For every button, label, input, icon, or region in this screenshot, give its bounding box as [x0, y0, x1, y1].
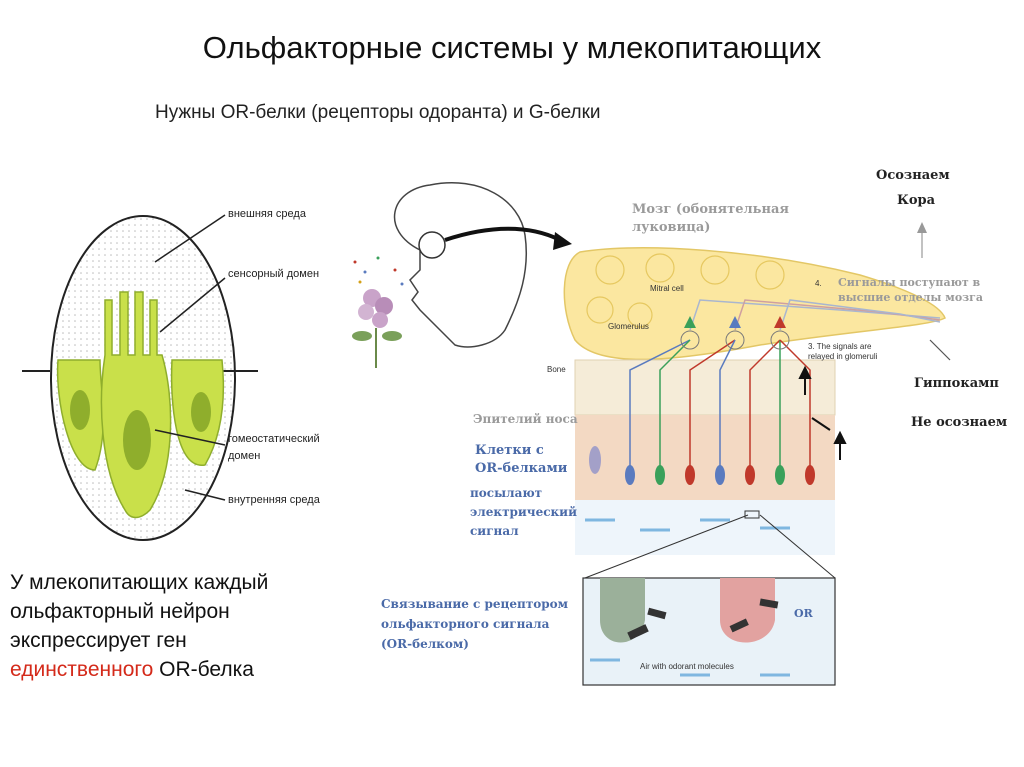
epithelium-label: Эпителий носа [473, 412, 578, 426]
bulb-circles [586, 253, 785, 328]
side-arrows [798, 365, 847, 460]
head-outline [393, 182, 528, 348]
arrow-head-to-brain [444, 226, 561, 242]
label-homeostatic-2: домен [228, 450, 261, 462]
brain-label: Мозг (обонятельная луковица) [632, 202, 789, 235]
bone-label: Bone [547, 365, 566, 374]
head-focus-circle [418, 231, 446, 259]
binding-label: Связывание с рецептором ольфакторного си… [381, 597, 569, 651]
label-sensory: сенсорный домен [228, 268, 320, 280]
flower-icon [352, 289, 402, 368]
cortex-label: Кора [897, 193, 936, 208]
caption-line-4: единственного OR-белка [10, 655, 350, 684]
air-label: Air with odorant molecules [640, 662, 734, 671]
inset-air-arrows [590, 658, 790, 677]
caption-line-3: экспрессирует ген [10, 629, 187, 652]
neuron-lines [629, 299, 941, 470]
slide-title: Ольфакторные системы у млекопитающих [202, 30, 822, 65]
inset-red-cell [720, 578, 775, 643]
unaware-label: Не осознаем [911, 415, 1008, 430]
mucus-layer [575, 500, 835, 555]
glomeruli [680, 316, 790, 350]
signals-label: Сигналы поступают в высшие отделы мозга [838, 276, 984, 304]
bone-layer [574, 359, 836, 416]
caption-tail: OR-белка [153, 658, 254, 681]
right-nucleus [191, 392, 211, 432]
label-external: внешняя среда [228, 208, 306, 220]
receptor-cells [589, 446, 815, 485]
odor-dots [353, 256, 404, 286]
cells-or-label: Клетки с OR-белками [475, 443, 568, 476]
caption-line-2: ольфакторный нейрон [10, 600, 230, 623]
inset-green-cell [600, 578, 645, 643]
mitral-label: Mitral cell [650, 284, 684, 293]
hippocampus-label: Гиппокамп [914, 376, 999, 391]
left-nucleus [70, 390, 90, 430]
send-signal-label: посылают электрический сигнал [470, 486, 577, 538]
aware-label: Осознаем [876, 168, 950, 183]
caption-highlight: единственного [10, 658, 154, 681]
caption: У млекопитающих каждый ольфакторный нейр… [10, 568, 350, 684]
sensory-cell [100, 291, 172, 519]
glomerulus-label: Glomerulus [608, 322, 649, 331]
receptor-icons [627, 598, 779, 640]
sensory-nucleus [123, 410, 151, 470]
label-homeostatic-1: гомеостатический [228, 433, 320, 445]
epithelium-layer [575, 415, 835, 500]
or-label: OR [794, 607, 813, 620]
slide-subtitle: Нужны OR-белки (рецепторы одоранта) и G-… [155, 102, 601, 123]
label-internal: внутренняя среда [228, 494, 320, 506]
caption-line-1: У млекопитающих каждый [10, 571, 269, 594]
step4-label: 4. [815, 279, 822, 288]
step3-label: 3. The signals are relayed in glomeruli [808, 342, 878, 361]
